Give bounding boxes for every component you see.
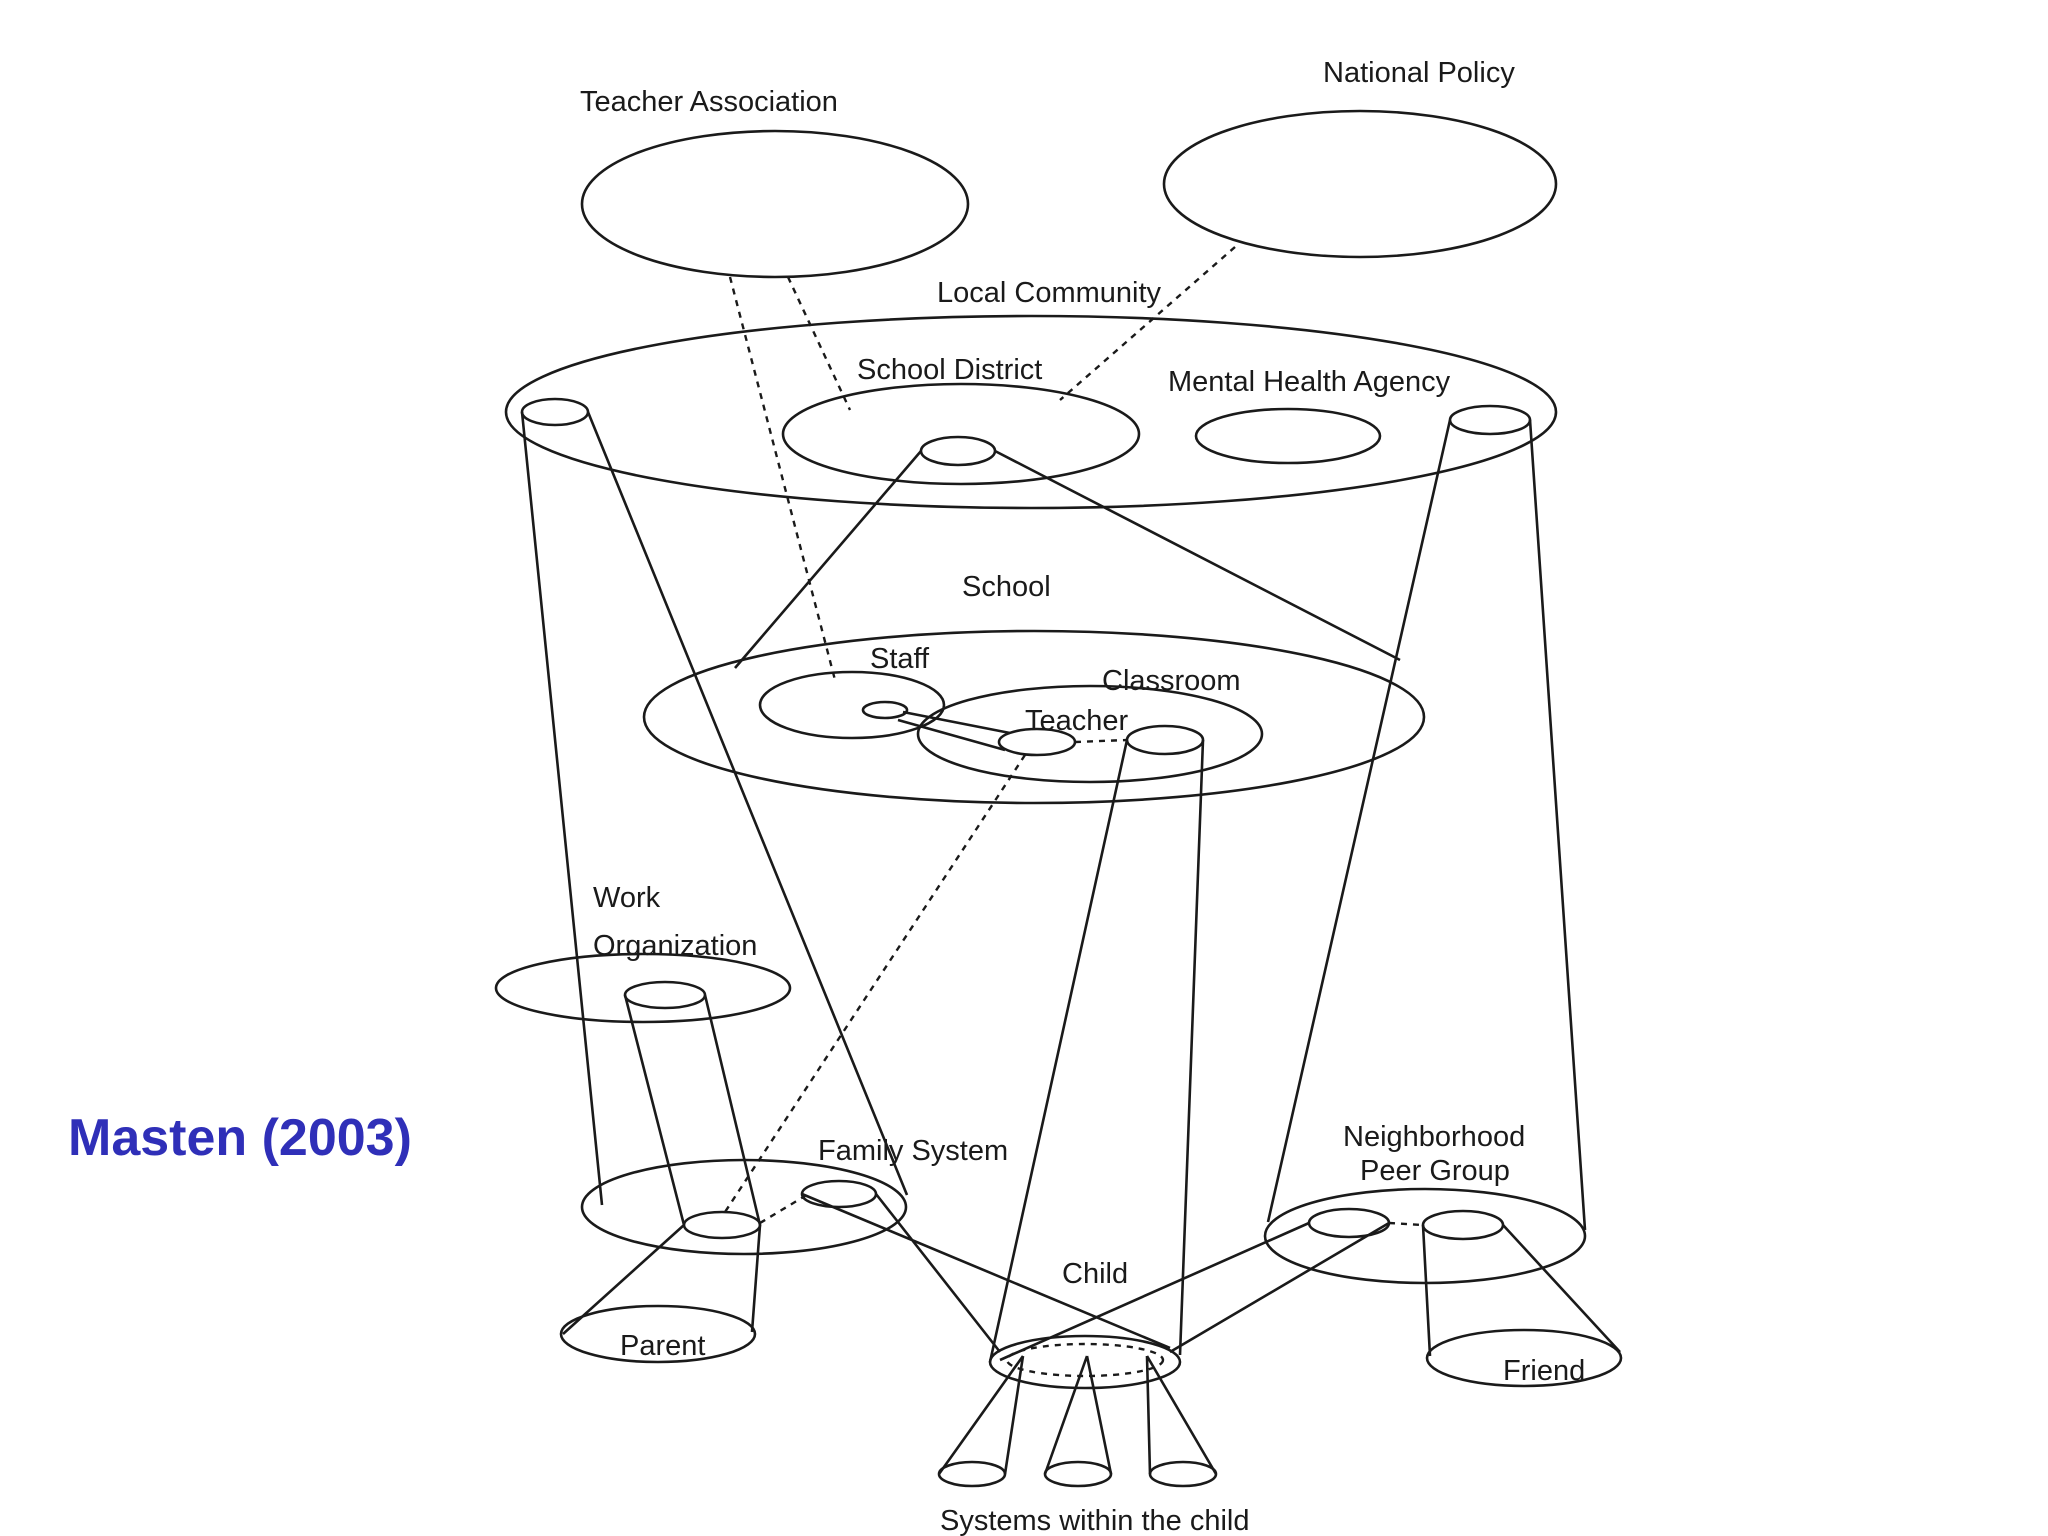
community-left-node — [520, 397, 590, 427]
family-to-parent-cone — [562, 1224, 762, 1335]
classroom-to-child-cone — [988, 739, 1205, 1363]
label-child: Child — [1062, 1258, 1128, 1290]
label-teacher-association: Teacher Association — [580, 86, 838, 118]
mental-health-agency-ellipse — [1194, 407, 1382, 465]
neighborhood-internal-link — [1388, 1221, 1424, 1227]
parent-ellipse — [559, 1304, 757, 1364]
label-peer-group: Peer Group — [1360, 1155, 1510, 1187]
staff-node — [861, 700, 909, 720]
neighborhood-to-child-cone — [999, 1221, 1390, 1362]
local-community-ellipse — [504, 314, 1558, 510]
family-internal-link — [759, 1194, 806, 1225]
community-right-node — [1448, 404, 1532, 436]
school-district-node — [919, 435, 997, 467]
inner-system-left-cone — [937, 1355, 1025, 1475]
family-to-child-cone — [801, 1192, 1171, 1353]
inner-system-middle — [1043, 1460, 1113, 1488]
staff-ellipse — [758, 670, 946, 740]
label-school-district: School District — [857, 354, 1042, 386]
label-systems-within-child: Systems within the child — [940, 1505, 1249, 1536]
teacher-association-link-1 — [728, 276, 837, 681]
neighborhood-child-node — [1307, 1207, 1391, 1239]
citation: Masten (2003) — [68, 1109, 412, 1167]
child-inner-ellipse — [1005, 1342, 1165, 1378]
label-teacher: Teacher — [1025, 705, 1129, 737]
family-system-ellipse — [580, 1158, 908, 1256]
label-mental-health-agency: Mental Health Agency — [1168, 366, 1451, 398]
label-classroom: Classroom — [1102, 665, 1241, 697]
inner-system-left — [937, 1460, 1007, 1488]
staff-teacher-link — [897, 710, 1011, 752]
school-ellipse — [642, 629, 1426, 805]
community-to-family-cone — [520, 411, 909, 1206]
label-national-policy: National Policy — [1323, 57, 1515, 89]
work-node — [623, 980, 707, 1010]
neighborhood-friend-node — [1421, 1209, 1505, 1241]
work-to-family-cone — [623, 994, 762, 1226]
classroom-node — [1125, 724, 1205, 756]
national-policy-ellipse — [1162, 109, 1558, 259]
label-organization: Organization — [593, 930, 757, 962]
inner-system-middle-cone — [1043, 1355, 1113, 1475]
community-to-neighborhood-cone — [1266, 419, 1587, 1231]
teacher-classroom-link — [1074, 738, 1128, 744]
teacher-association-ellipse — [580, 129, 970, 279]
label-school: School — [962, 571, 1051, 603]
classroom-ellipse — [916, 684, 1264, 784]
neighborhood-to-friend-cone — [1421, 1224, 1621, 1357]
inner-system-right — [1148, 1460, 1218, 1488]
work-organization-ellipse — [494, 952, 792, 1024]
label-parent: Parent — [620, 1330, 705, 1362]
district-to-school-cone — [734, 449, 1401, 669]
teacher-association-link-2 — [786, 276, 852, 411]
inner-system-right-cone — [1145, 1355, 1218, 1475]
label-local-community: Local Community — [937, 277, 1162, 309]
friend-ellipse — [1425, 1328, 1623, 1388]
label-staff: Staff — [870, 643, 930, 675]
label-family-system: Family System — [818, 1135, 1008, 1167]
national-policy-link — [1059, 246, 1236, 401]
family-child-node — [800, 1179, 878, 1209]
family-parent-node — [682, 1210, 762, 1240]
school-district-ellipse — [781, 382, 1141, 486]
label-work: Work — [593, 882, 661, 914]
label-friend: Friend — [1503, 1355, 1585, 1387]
label-neighborhood: Neighborhood — [1343, 1121, 1525, 1153]
